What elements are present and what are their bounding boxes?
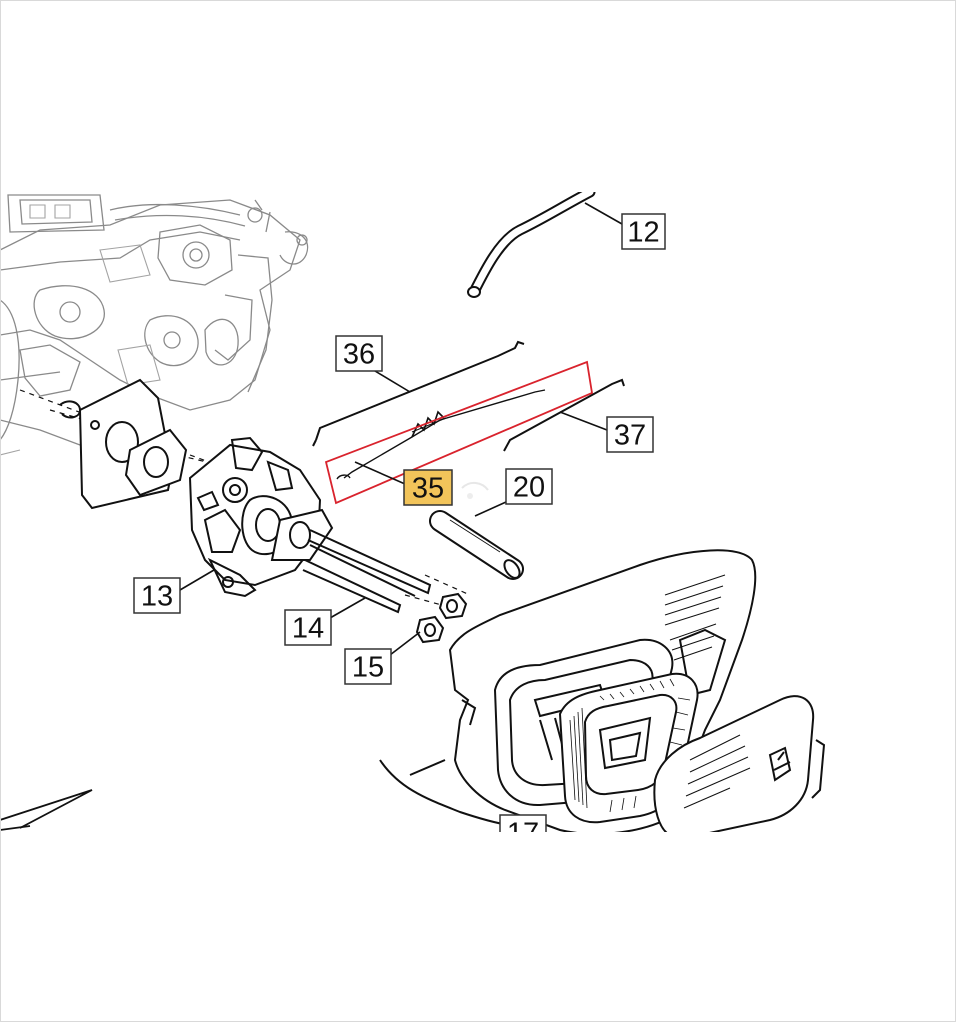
- callout-13[interactable]: 13: [133, 577, 181, 614]
- blade-part: [0, 789, 93, 831]
- callout-13-label: 13: [141, 581, 173, 613]
- engine-block: [0, 194, 309, 456]
- air-hose: [429, 510, 524, 580]
- callout-36[interactable]: 36: [335, 335, 383, 372]
- nuts: [415, 592, 468, 644]
- callout-35-label: 35: [412, 473, 444, 505]
- filter-cover: [653, 695, 826, 832]
- callout-20[interactable]: 20: [505, 468, 553, 505]
- choke-rod-37: [503, 378, 625, 452]
- watermark-logo: [461, 482, 489, 499]
- callout-14[interactable]: 14: [284, 609, 332, 646]
- callout-12[interactable]: 12: [621, 213, 666, 250]
- callout-37-label: 37: [614, 420, 646, 452]
- callout-37[interactable]: 37: [606, 416, 654, 453]
- callout-36-label: 36: [343, 339, 375, 371]
- callout-20-label: 20: [513, 472, 545, 504]
- throttle-rod-36: [312, 340, 525, 447]
- callout-15[interactable]: 15: [344, 648, 392, 685]
- callout-15-label: 15: [352, 652, 384, 684]
- breather-tube: [467, 192, 596, 298]
- callout-14-label: 14: [292, 613, 324, 645]
- studs: [302, 529, 432, 614]
- spacer-plate: [59, 378, 188, 510]
- callout-17[interactable]: 17: [499, 814, 547, 850]
- callout-17-label: 17: [507, 818, 539, 850]
- callout-35[interactable]: 35: [403, 469, 453, 506]
- governor-spring-rod-35: [336, 389, 546, 480]
- callout-12-label: 12: [627, 217, 659, 249]
- selection-outline: [324, 360, 594, 505]
